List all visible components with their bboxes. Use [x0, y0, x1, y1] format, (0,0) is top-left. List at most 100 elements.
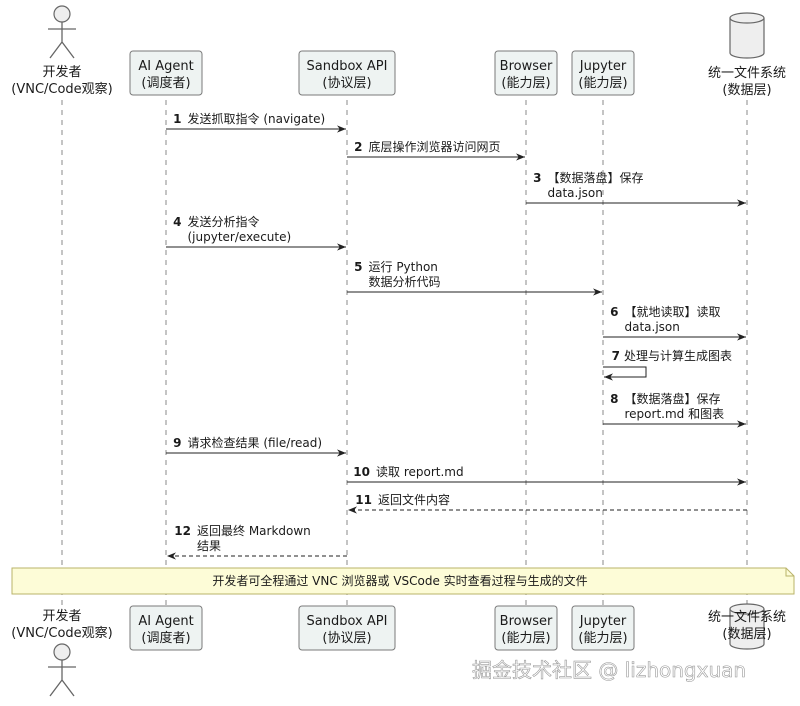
message-number: 1: [173, 112, 181, 126]
participant-browser-bottom: Browser (能力层): [494, 605, 558, 651]
message-label: 发送分析指令: [188, 214, 260, 229]
participant-box: [298, 50, 396, 96]
message-label: 返回文件内容: [378, 492, 450, 507]
participant-dev-bottom: 开发者 (VNC/Code观察): [11, 608, 113, 697]
participant-dev-top: 开发者 (VNC/Code观察): [11, 5, 113, 97]
participant-label: (能力层): [501, 631, 550, 646]
participant-label: Sandbox API: [307, 59, 388, 74]
participant-agent-top: AI Agent(调度者): [129, 50, 203, 96]
participant-label: (调度者): [141, 75, 190, 91]
message-number: 7: [612, 349, 620, 363]
message-label: 发送抓取指令 (navigate): [188, 111, 326, 126]
participant-label: AI Agent: [138, 59, 193, 74]
message-label: 运行 Python: [369, 260, 438, 274]
note-text: 开发者可全程通过 VNC 浏览器或 VSCode 实时查看过程与生成的文件: [212, 573, 587, 588]
participant-label: 统一文件系统: [708, 610, 786, 625]
participant-label: Browser: [500, 59, 553, 74]
message-2: 2 底层操作浏览器访问网页: [347, 139, 525, 161]
participant-label: 统一文件系统: [708, 66, 786, 81]
message-number: 5: [354, 260, 362, 274]
participants-bottom: 开发者 (VNC/Code观察) AI Agent(调度者) Sandbox API (…: [11, 603, 786, 697]
participant-box: [494, 50, 558, 96]
actor-body: [48, 660, 76, 697]
actor-body: [48, 22, 76, 59]
message-label: 数据分析代码: [369, 274, 441, 289]
participant-label: (VNC/Code观察): [11, 82, 113, 97]
message-1: 1 发送抓取指令 (navigate): [166, 111, 346, 133]
message-number: 12: [174, 524, 191, 538]
message-label: 【数据落盘】保存: [548, 170, 644, 185]
note: 开发者可全程通过 VNC 浏览器或 VSCode 实时查看过程与生成的文件: [11, 567, 795, 595]
participant-label: (能力层): [578, 76, 627, 91]
participant-box: [129, 605, 203, 651]
participant-label: (调度者): [141, 630, 190, 646]
message-number: 11: [355, 493, 372, 507]
participant-label: (协议层): [322, 76, 371, 91]
participant-box: [298, 605, 396, 651]
message-number: 2: [354, 140, 362, 154]
participant-label: AI Agent: [138, 614, 193, 629]
message-label: 读取 report.md: [376, 465, 464, 479]
message-label: 处理与计算生成图表: [624, 348, 732, 363]
participant-box: [571, 50, 635, 96]
participant-box: [571, 605, 635, 651]
participant-label: (能力层): [578, 631, 627, 646]
message-arrow: [603, 366, 647, 381]
message-label: 底层操作浏览器访问网页: [369, 139, 501, 154]
database-icon: [729, 18, 765, 59]
participants-top: 开发者 (VNC/Code观察) AI Agent(调度者) Sandbox API (…: [11, 5, 786, 98]
participant-fs-bottom: 统一文件系统 (数据层): [708, 603, 786, 650]
participant-label: (数据层): [722, 627, 771, 642]
message-number: 8: [610, 392, 618, 406]
message-4: 4 发送分析指令(jupyter/execute): [166, 214, 346, 251]
note-box: [11, 567, 795, 595]
participant-api-bottom: Sandbox API (协议层): [298, 605, 396, 651]
participant-jupyter-bottom: Jupyter (能力层): [571, 605, 635, 651]
participant-label: (协议层): [322, 631, 371, 646]
message-label: (jupyter/execute): [188, 230, 292, 244]
database-icon-top: [729, 12, 765, 24]
participant-label: Jupyter: [579, 59, 627, 74]
message-label: data.json: [625, 320, 680, 334]
database-icon: [729, 609, 765, 650]
actor-icon: [53, 643, 71, 661]
message-label: 请求检查结果 (file/read): [188, 435, 323, 450]
lifelines: [61, 100, 748, 605]
participant-browser-top: Browser (能力层): [494, 50, 558, 96]
watermark: 掘金技术社区 @ lizhongxuan: [472, 658, 746, 682]
participant-agent-bottom: AI Agent(调度者): [129, 605, 203, 651]
participant-box: [129, 50, 203, 96]
message-10: 10 读取 report.md: [347, 465, 746, 486]
message-number: 3: [533, 171, 541, 185]
participant-label: 开发者: [42, 608, 81, 624]
participant-label: Jupyter: [579, 614, 627, 629]
message-label: 返回最终 Markdown: [197, 523, 311, 538]
message-number: 4: [173, 215, 181, 229]
participant-label: (能力层): [501, 76, 550, 91]
message-label: data.json: [548, 186, 603, 200]
participant-api-top: Sandbox API (协议层): [298, 50, 396, 96]
participant-label: (数据层): [722, 83, 771, 98]
participant-label: Browser: [500, 614, 553, 629]
actor-icon: [53, 5, 71, 23]
participant-label: (VNC/Code观察): [11, 626, 113, 641]
message-label: 结果: [197, 539, 221, 553]
participant-label: 开发者: [42, 64, 81, 80]
message-7: 7 处理与计算生成图表: [603, 348, 732, 381]
database-icon-top: [729, 603, 765, 615]
participant-label: Sandbox API: [307, 614, 388, 629]
message-label: report.md 和图表: [625, 407, 725, 421]
message-label: 【就地读取】读取: [625, 305, 721, 319]
message-11: 11 返回文件内容: [348, 492, 747, 514]
participant-fs-top: 统一文件系统 (数据层): [708, 12, 786, 98]
message-number: 10: [353, 465, 370, 479]
participant-jupyter-top: Jupyter (能力层): [571, 50, 635, 96]
